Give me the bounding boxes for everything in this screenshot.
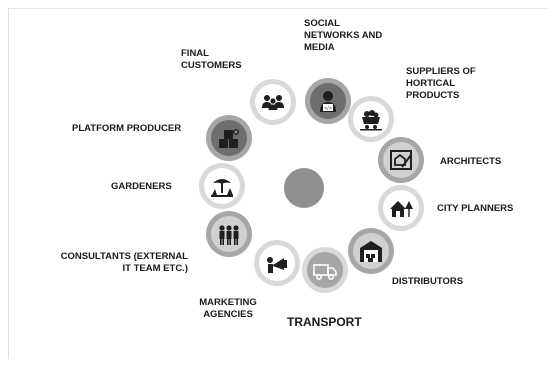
mine-cart-icon [360,110,382,131]
boxes-icon [219,129,239,148]
group-people-icon [219,225,239,245]
label-city-planners: CITY PLANNERS [437,203,514,214]
node-social-networks: </> [305,78,351,124]
label-gardeners: GARDENERS [111,181,172,192]
customers-icon [262,95,284,110]
megaphone-icon [267,257,287,273]
node-final-customers [250,79,296,125]
node-architects [378,137,424,183]
node-marketing [254,240,300,286]
node-platform-producer [206,115,252,161]
label-marketing: MARKETING AGENCIES [199,297,257,320]
label-social-networks: SOCIAL NETWORKS AND MEDIA [304,18,383,53]
label-final-customers: FINAL CUSTOMERS [181,48,242,71]
node-city-planners [378,185,424,231]
house-tree-icon [390,201,413,217]
node-distributors [348,228,394,274]
node-transport [302,247,348,293]
node-consultants [206,211,252,257]
blueprint-icon [390,150,412,170]
label-suppliers: SUPPLIERS OF HORTICAL PRODUCTS [406,66,476,101]
label-architects: ARCHITECTS [440,156,502,167]
label-platform-producer: PLATFORM PRODUCER [72,123,182,134]
label-distributors: DISTRIBUTORS [392,276,464,287]
truck-icon [313,264,337,280]
garden-tree-icon [211,179,233,197]
node-gardeners [199,163,245,209]
person-laptop-icon: </> [320,91,336,112]
slide-frame [8,8,549,359]
center-hub [284,168,324,208]
warehouse-icon [360,241,382,262]
node-suppliers [348,96,394,142]
label-transport: TRANSPORT [287,315,362,329]
label-consultants: CONSULTANTS (EXTERNAL IT TEAM ETC.) [60,251,188,274]
svg-text:</>: </> [324,106,332,111]
